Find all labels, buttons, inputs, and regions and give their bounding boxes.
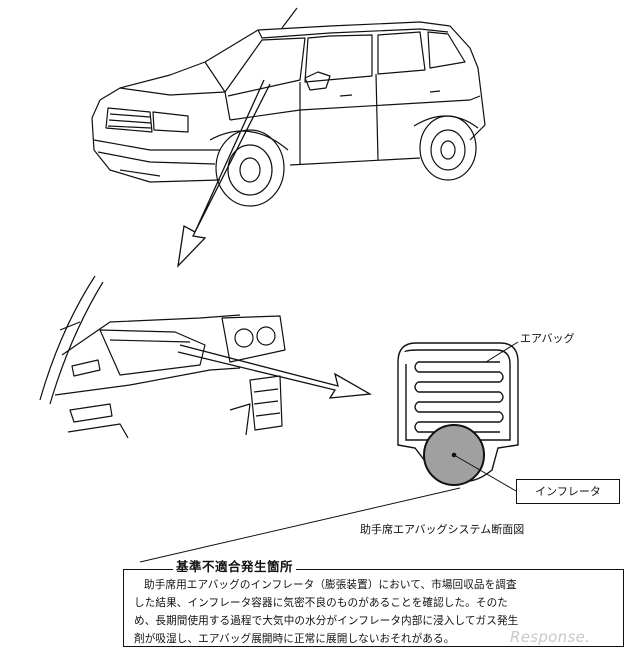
airbag-label: エアバッグ — [520, 332, 575, 345]
suv-illustration — [91, 7, 486, 207]
inflator-label: インフレータ — [516, 479, 620, 504]
leader-lines — [139, 341, 519, 563]
arrow-car-to-dashboard — [177, 79, 271, 268]
notice-line: 助手席用エアバッグのインフレータ（膨張装置）において、市場回収品を調査 — [144, 579, 517, 591]
arrow-dashboard-to-section — [177, 344, 373, 399]
dashboard-illustration — [39, 275, 286, 439]
notice-heading: 基準不適合発生箇所 — [173, 556, 297, 575]
notice-line: 剤が吸湿し、エアバッグ展開時に正常に展開しないおそれがある。 — [134, 633, 455, 645]
response-watermark: Response. — [510, 628, 591, 646]
notice-box: 助手席用エアバッグのインフレータ（膨張装置）において、市場回収品を調査 した結果… — [123, 569, 624, 647]
diagram-caption: 助手席エアバッグシステム断面図 — [360, 523, 525, 536]
notice-line: した結果、インフレータ容器に気密不良のものがあることを確認した。そのた — [134, 597, 508, 609]
notice-line: め、長期間使用する過程で大気中の水分がインフレータ内部に浸入してガス発生 — [134, 615, 519, 627]
